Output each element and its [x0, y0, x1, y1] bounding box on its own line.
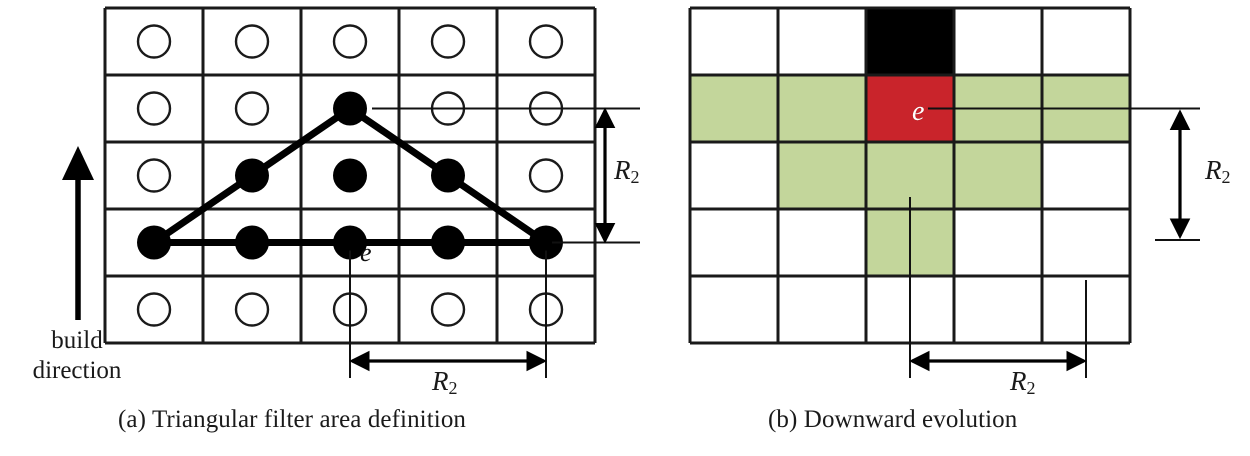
panel-a-caption: (a) Triangular filter area definition — [118, 406, 467, 433]
build-direction-line-2: direction — [32, 357, 122, 384]
panel-b-horizontal-dimension-subscript: 2 — [1026, 378, 1036, 398]
build-direction-line-1: build — [51, 327, 103, 354]
panel-a-horizontal-dimension-label: R2 — [432, 366, 458, 399]
panel-a-horizontal-dimension-letter: R — [432, 366, 449, 396]
build-direction-label: build direction — [12, 326, 142, 386]
panel-b-caption: (b) Downward evolution — [768, 406, 1018, 433]
panel-b-horizontal-dimension-label: R2 — [1010, 366, 1036, 399]
panel-b-vertical-dimension-subscript: 2 — [1221, 167, 1231, 187]
panel-downward-evolution — [625, 0, 1250, 456]
panel-a-vertical-dimension-subscript: 2 — [630, 167, 640, 187]
panel-b-element-label-e: e — [912, 96, 925, 127]
panel-triangular-filter-area — [0, 0, 625, 456]
panel-b-vertical-dimension-letter: R — [1205, 155, 1222, 185]
panel-a-vertical-dimension-label: R2 — [614, 155, 640, 188]
panel-b-horizontal-dimension-letter: R — [1010, 366, 1027, 396]
panel-b-vertical-dimension-label: R2 — [1205, 155, 1231, 188]
panel-a-element-label-e: e — [360, 238, 372, 267]
panel-a-horizontal-dimension-subscript: 2 — [448, 378, 458, 398]
panel-a-vertical-dimension-letter: R — [614, 155, 631, 185]
